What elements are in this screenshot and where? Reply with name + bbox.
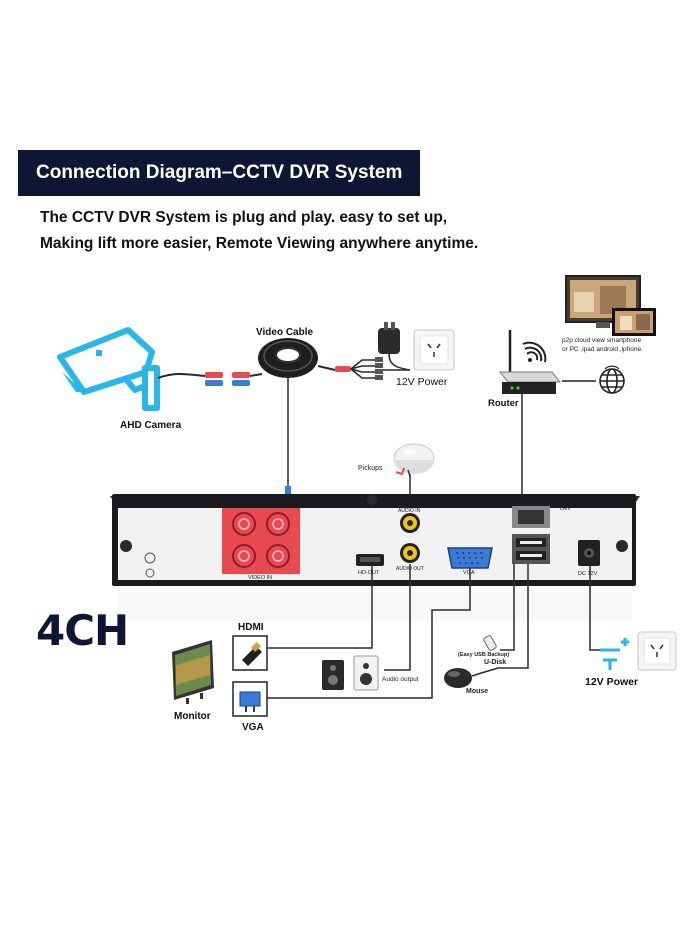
intro-line-1: The CCTV DVR System is plug and play. ea… [40,209,448,226]
speakers-icon [322,655,379,691]
audio-in-label: AUDIO IN [398,508,421,514]
router-label: Router [488,398,519,409]
channel-count: 4CH [36,606,129,655]
p2p-line-2: or PC ,ipad android ,iphone. [562,346,643,353]
wall-outlet-icon [413,329,455,371]
power-top-label: 12V Power [396,376,448,388]
p2p-note: p2p cloud view smartphone or PC ,ipad an… [562,336,643,354]
router-icon [498,330,562,394]
p2p-line-1: p2p cloud view smartphone [562,337,642,344]
ahd-camera-icon [57,327,160,411]
video-cable-label: Video Cable [256,327,314,338]
lan-label: LAN [560,506,570,512]
intro-line-2: Making lift more easier, Remote Viewing … [40,235,479,252]
diagram-title: Connection Diagram–CCTV DVR System [18,150,420,196]
dc12v-label: DC 12V [578,571,598,577]
monitor-label: Monitor [174,711,211,722]
hd-out-label: HD-OUT [358,570,380,576]
wifi-icon [522,341,547,363]
audio-out-label: AUDIO OUT [396,566,424,572]
video-connectors-right [335,357,383,380]
mouse-label: Mouse [466,688,489,695]
audio-output-label: Audio output [382,676,419,683]
mouse-icon [444,667,499,688]
dvr-back-panel [110,494,640,586]
camera-cable [157,373,206,379]
usb-drive-icon [483,635,497,651]
computer-screens-icon [565,275,656,336]
intro-text: The CCTV DVR System is plug and play. ea… [40,205,478,257]
power-adapter-icon [378,322,411,371]
usb-backup-label: (Easy USB Backup) [458,652,510,658]
right-wall-outlet-icon [637,631,677,671]
globe-icon [599,365,625,394]
video-connectors-left [205,372,263,386]
dc-power-symbol-icon [600,638,629,670]
hdmi-label: HDMI [238,622,264,633]
udisk-label: U-Disk [484,659,507,666]
dvr-reflection [118,590,632,620]
output-wires [280,564,600,699]
power-right-label: 12V Power [585,676,639,688]
vga-port-label: VGA [463,570,475,576]
pickups-label: Pickups [358,465,383,472]
monitor-icon [172,640,214,704]
vga-label: VGA [242,722,264,733]
vga-cable-icon [232,681,268,717]
pickup-microphone-icon [393,443,435,477]
video-in-label: VIDEO IN [248,575,273,581]
video-cable-coil-icon [258,338,318,378]
hdmi-cable-icon [232,635,268,671]
ahd-camera-label: AHD Camera [120,420,182,431]
